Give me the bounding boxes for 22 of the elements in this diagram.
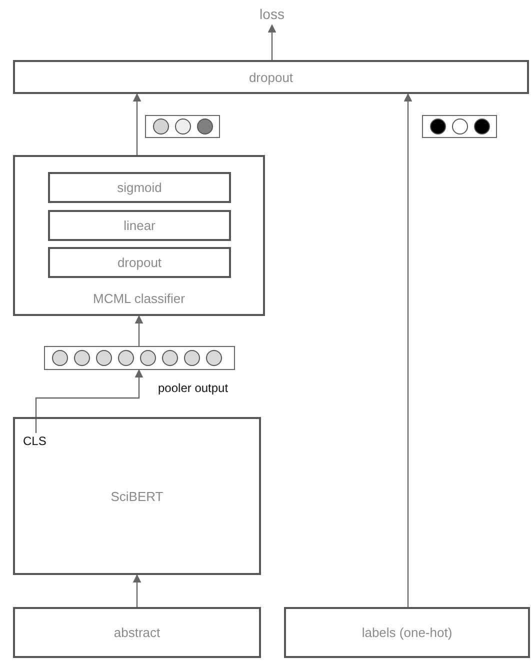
arrow xyxy=(134,315,144,346)
encoder-box xyxy=(13,417,261,575)
classifier-box xyxy=(13,155,265,316)
arrow xyxy=(132,574,142,607)
input-box: abstract xyxy=(13,607,261,658)
embedding-vector xyxy=(44,346,235,370)
group-title: MCML classifier xyxy=(92,291,186,306)
layer-box: sigmoid xyxy=(48,172,231,203)
token-label: CLS xyxy=(23,434,53,450)
input-box: labels (one-hot) xyxy=(284,607,530,658)
dropout-layer-box: dropout xyxy=(13,60,529,94)
arrow xyxy=(132,93,142,155)
output-label: loss xyxy=(250,4,294,24)
arrow xyxy=(404,93,412,607)
arrow xyxy=(268,24,276,60)
arrow xyxy=(35,369,144,433)
layer-box: linear xyxy=(48,210,231,241)
prediction-vector xyxy=(145,115,220,138)
label-vector xyxy=(422,115,497,138)
vector-caption: pooler output xyxy=(158,381,228,395)
layer-box: dropout xyxy=(48,247,231,278)
group-title: SciBERT xyxy=(110,489,164,504)
